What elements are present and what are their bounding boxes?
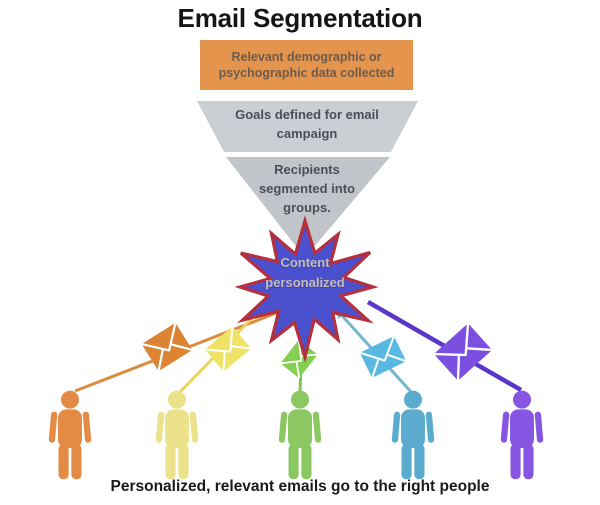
content-personalized-starburst bbox=[234, 215, 379, 363]
funnel-stage1-box bbox=[200, 40, 413, 90]
funnel-stage3-label: Recipients segmented into groups. bbox=[258, 162, 356, 215]
bottom-caption: Personalized, relevant emails go to the … bbox=[110, 478, 490, 495]
orange-envelope-icon bbox=[141, 322, 193, 372]
envelopes bbox=[141, 322, 493, 381]
funnel-stage1-label: Relevant demographic or psychographic da… bbox=[218, 49, 395, 80]
starburst-label: Content personalized bbox=[265, 255, 345, 290]
blue-person-icon bbox=[390, 390, 436, 480]
purple-person-icon bbox=[499, 390, 545, 480]
green-envelope-icon bbox=[280, 339, 318, 379]
yellow-envelope-icon bbox=[204, 326, 252, 372]
blue-envelope-icon bbox=[359, 335, 407, 379]
funnel-stage3-trapezoid bbox=[226, 157, 390, 254]
page-title: Email Segmentation bbox=[177, 3, 423, 33]
funnel-stage2-trapezoid bbox=[197, 101, 418, 152]
funnel-stage2-label: Goals defined for email campaign bbox=[235, 107, 379, 141]
recipient-people bbox=[47, 390, 545, 480]
yellow-person-icon bbox=[154, 390, 200, 480]
green-person-icon bbox=[277, 390, 323, 480]
orange-person-icon bbox=[47, 390, 93, 480]
purple-envelope-icon bbox=[433, 323, 493, 381]
